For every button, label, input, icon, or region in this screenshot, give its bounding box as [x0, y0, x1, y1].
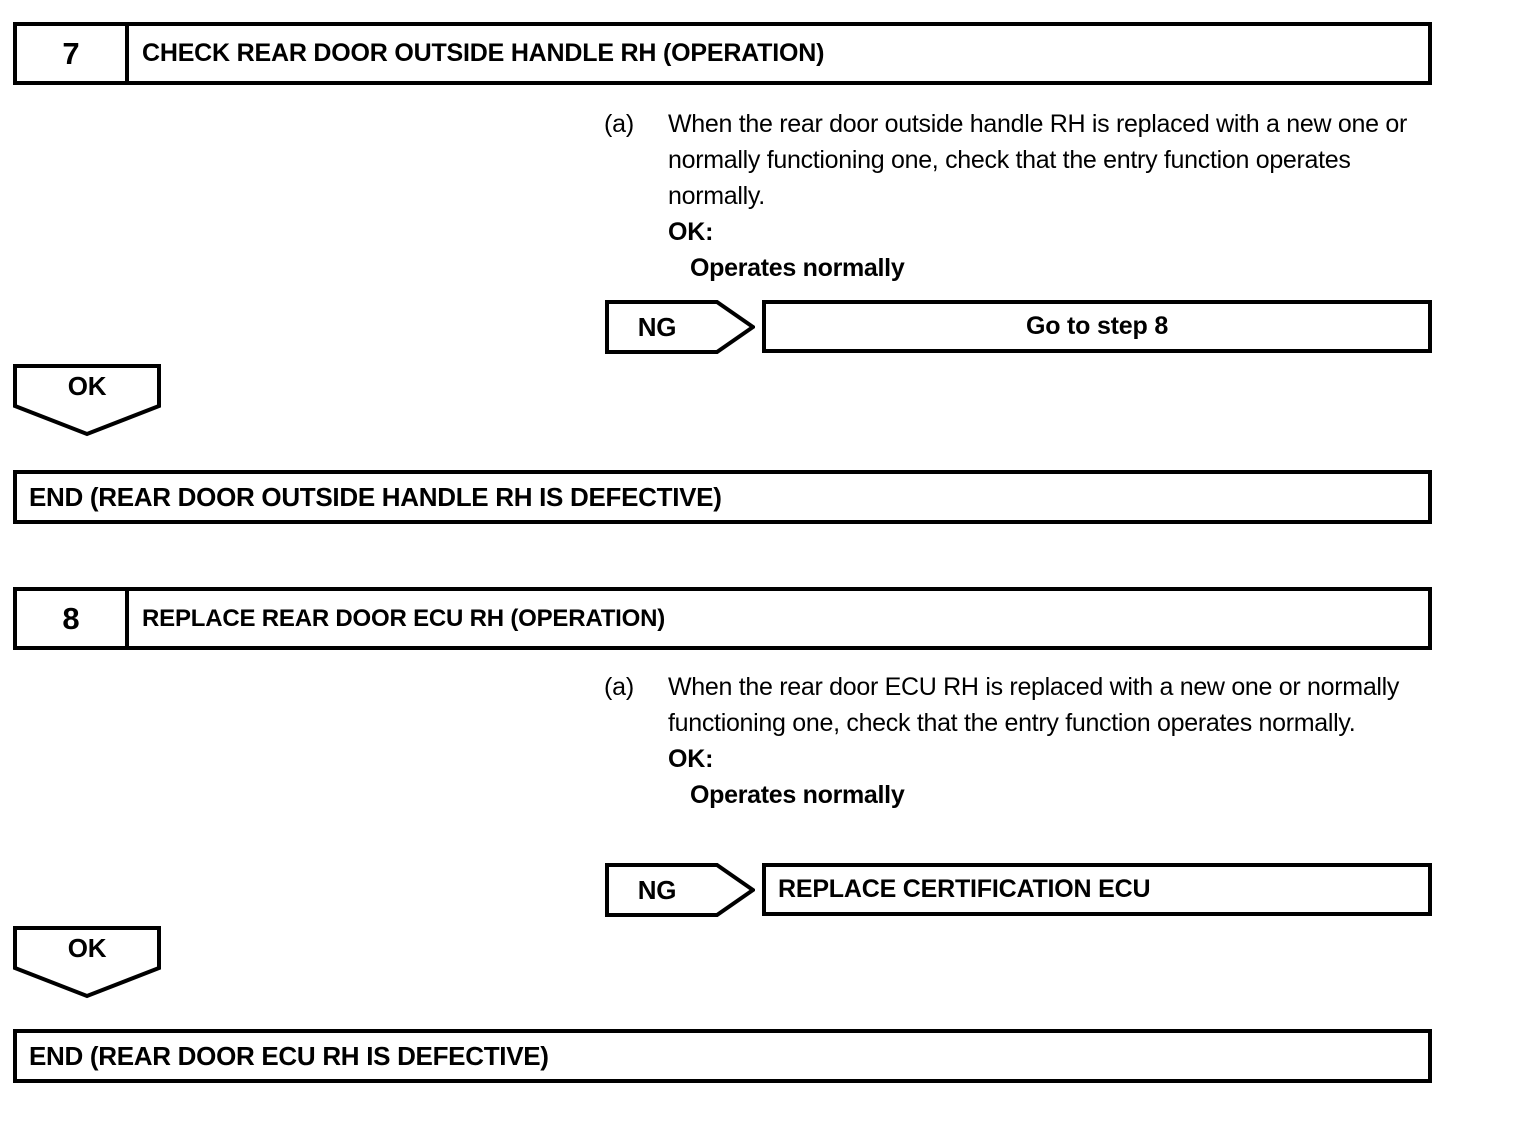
step-procedure-7: (a) When the rear door outside handle RH…	[604, 106, 1448, 286]
procedure-label-8a: (a)	[604, 673, 634, 701]
ok-criteria-value-7: Operates normally	[690, 254, 905, 282]
ok-branch-marker-7: OK	[13, 364, 161, 438]
procedure-item-8a: (a) When the rear door ECU RH is replace…	[604, 669, 1448, 741]
ng-label-8: NG	[637, 874, 677, 905]
ng-label-7: NG	[637, 311, 677, 342]
step-procedure-8: (a) When the rear door ECU RH is replace…	[604, 669, 1448, 813]
procedure-label-7a: (a)	[604, 110, 634, 138]
step-header-8: 8 REPLACE REAR DOOR ECU RH (OPERATION)	[13, 587, 1432, 650]
procedure-text-7a: When the rear door outside handle RH is …	[668, 110, 1407, 210]
step-number-7: 7	[17, 26, 129, 81]
step-header-7: 7 CHECK REAR DOOR OUTSIDE HANDLE RH (OPE…	[13, 22, 1432, 85]
ng-result-text-8: REPLACE CERTIFICATION ECU	[778, 875, 1151, 903]
ok-result-box-8: END (REAR DOOR ECU RH IS DEFECTIVE)	[13, 1029, 1432, 1083]
ok-result-text-7: END (REAR DOOR OUTSIDE HANDLE RH IS DEFE…	[29, 481, 722, 512]
ok-criteria-label-7: OK:	[668, 218, 714, 246]
ok-criteria-value-8: Operates normally	[690, 781, 905, 809]
ok-branch-marker-8: OK	[13, 926, 161, 1000]
ng-branch-marker-7: NG	[605, 300, 755, 354]
ng-result-box-7: Go to step 8	[762, 300, 1432, 353]
ng-result-text-7: Go to step 8	[1025, 312, 1169, 340]
ok-result-box-7: END (REAR DOOR OUTSIDE HANDLE RH IS DEFE…	[13, 470, 1432, 524]
ng-result-box-8: REPLACE CERTIFICATION ECU	[762, 863, 1432, 916]
step-title-7: CHECK REAR DOOR OUTSIDE HANDLE RH (OPERA…	[142, 39, 825, 67]
ok-result-text-8: END (REAR DOOR ECU RH IS DEFECTIVE)	[29, 1040, 549, 1071]
ok-label-7: OK	[67, 370, 107, 401]
step-title-8: REPLACE REAR DOOR ECU RH (OPERATION)	[142, 604, 666, 632]
ng-branch-marker-8: NG	[605, 863, 755, 917]
ok-label-8: OK	[67, 932, 107, 963]
procedure-item-7a: (a) When the rear door outside handle RH…	[604, 106, 1448, 214]
ok-criteria-label-8: OK:	[668, 745, 714, 773]
step-number-8: 8	[17, 591, 129, 646]
procedure-text-8a: When the rear door ECU RH is replaced wi…	[668, 673, 1400, 737]
